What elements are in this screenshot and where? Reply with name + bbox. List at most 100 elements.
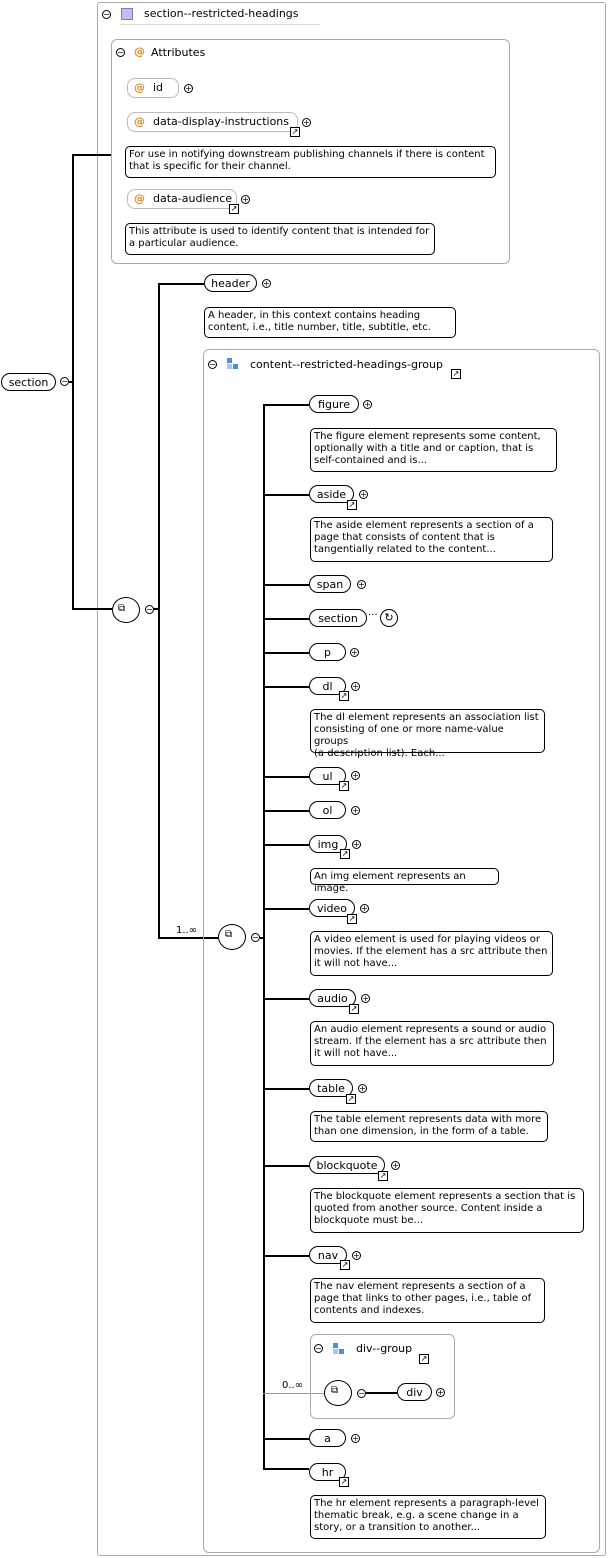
element-dl[interactable]: dl: [309, 677, 346, 695]
doc-line: movies. If the element has a src attribu…: [314, 946, 548, 957]
element-nav[interactable]: nav: [309, 1246, 347, 1264]
link-arrow-icon[interactable]: ↗: [419, 1354, 429, 1364]
expand-icon[interactable]: +: [359, 490, 368, 499]
connector: [263, 810, 309, 812]
expand-icon[interactable]: +: [241, 195, 250, 204]
link-arrow-icon[interactable]: ↗: [339, 691, 349, 701]
attribute-id[interactable]: @id: [127, 78, 179, 98]
collapse-icon[interactable]: −: [314, 1344, 323, 1353]
header-element[interactable]: header: [204, 274, 257, 292]
sequence-node[interactable]: [218, 924, 246, 950]
link-arrow-icon[interactable]: ↗: [340, 1260, 350, 1270]
link-arrow-icon[interactable]: ↗: [347, 914, 357, 924]
expand-icon[interactable]: +: [351, 682, 360, 691]
complex-type-title: section--restricted-headings: [144, 7, 299, 20]
link-arrow-icon[interactable]: ↗: [340, 849, 350, 859]
collapse-icon[interactable]: −: [145, 605, 154, 614]
element-ul[interactable]: ul: [309, 767, 346, 785]
sequence-icon: ⧉: [225, 929, 233, 940]
element-p[interactable]: p: [309, 643, 346, 661]
expand-icon[interactable]: +: [363, 400, 372, 409]
sequence-node[interactable]: [112, 597, 140, 623]
connector: [72, 155, 74, 609]
element-section[interactable]: section: [309, 609, 367, 627]
collapse-icon[interactable]: −: [208, 360, 217, 369]
link-arrow-icon[interactable]: ↗: [339, 1477, 349, 1487]
collapse-icon[interactable]: −: [357, 1389, 366, 1398]
expand-icon[interactable]: +: [352, 840, 361, 849]
expand-icon[interactable]: +: [350, 648, 359, 657]
attribute-icon: @: [134, 81, 145, 94]
element-a[interactable]: a: [309, 1429, 346, 1447]
element-audio[interactable]: audio: [309, 989, 356, 1007]
element-figure[interactable]: figure: [309, 395, 359, 413]
connector: [263, 1165, 309, 1167]
expand-icon[interactable]: +: [351, 806, 360, 815]
complex-type-icon: [121, 8, 133, 20]
expand-icon[interactable]: +: [358, 1084, 367, 1093]
element-doc: The aside element represents a section o…: [310, 517, 553, 562]
doc-line: The dl element represents an association…: [314, 712, 539, 723]
expand-icon[interactable]: +: [262, 279, 271, 288]
expand-icon[interactable]: +: [351, 771, 360, 780]
collapse-icon[interactable]: −: [251, 933, 260, 942]
expand-icon[interactable]: +: [391, 1161, 400, 1170]
expand-icon[interactable]: +: [184, 84, 193, 93]
element-doc: The figure element represents some conte…: [310, 428, 557, 472]
doc-line: it will not have...: [314, 958, 398, 969]
root-section-node[interactable]: section: [1, 373, 56, 391]
link-arrow-icon[interactable]: ↗: [346, 1094, 356, 1104]
element-div[interactable]: div: [397, 1383, 432, 1401]
doc-line: For use in notifying downstream publishi…: [129, 149, 485, 160]
doc-line: An img element represents an image.: [314, 871, 466, 894]
link-arrow-icon[interactable]: ↗: [378, 1171, 388, 1181]
element-aside[interactable]: aside: [309, 485, 354, 503]
expand-icon[interactable]: +: [361, 994, 370, 1003]
element-table[interactable]: table: [309, 1079, 353, 1097]
element-blockquote[interactable]: blockquote: [309, 1156, 385, 1174]
connector: [263, 1438, 309, 1440]
element-span[interactable]: span: [309, 575, 351, 593]
element-img[interactable]: img: [309, 835, 347, 853]
doc-line: content, i.e., title number, title, subt…: [208, 322, 431, 333]
link-arrow-icon[interactable]: ↗: [451, 369, 461, 379]
element-ol[interactable]: ol: [309, 801, 346, 819]
expand-icon[interactable]: +: [360, 904, 369, 913]
element-video[interactable]: video: [309, 899, 355, 917]
element-doc: The nav element represents a section of …: [310, 1278, 545, 1323]
expand-icon[interactable]: +: [302, 118, 311, 127]
connector: [72, 154, 111, 156]
link-arrow-icon[interactable]: ↗: [229, 204, 239, 214]
link-arrow-icon[interactable]: ↗: [339, 781, 349, 791]
element-doc: A video element is used for playing vide…: [310, 931, 553, 976]
attribute-icon: @: [134, 45, 145, 58]
connector: [263, 404, 309, 406]
collapse-icon[interactable]: −: [60, 377, 69, 386]
expand-icon[interactable]: +: [351, 1434, 360, 1443]
link-arrow-icon[interactable]: ↗: [349, 1004, 359, 1014]
connector: [263, 584, 309, 586]
doc-line: An audio element represents a sound or a…: [314, 1024, 547, 1035]
connector: [158, 283, 204, 285]
collapse-icon[interactable]: −: [116, 48, 125, 57]
element-hr[interactable]: hr: [309, 1463, 346, 1481]
occurrence-label: 0..∞: [282, 1380, 304, 1391]
sequence-node[interactable]: [324, 1380, 352, 1406]
doc-line: The aside element represents a section o…: [314, 520, 534, 531]
expand-icon[interactable]: +: [436, 1388, 445, 1397]
group-icon: [227, 358, 239, 370]
link-arrow-icon[interactable]: ↗: [347, 500, 357, 510]
doc-line: The figure element represents some conte…: [314, 431, 541, 442]
link-arrow-icon[interactable]: ↗: [290, 127, 300, 137]
expand-icon[interactable]: +: [352, 1251, 361, 1260]
connector: [72, 608, 112, 610]
attribute-data-display-instructions[interactable]: @data-display-instructions: [127, 112, 298, 132]
connector: [366, 1392, 397, 1394]
collapse-icon[interactable]: −: [102, 10, 111, 19]
expand-icon[interactable]: +: [357, 580, 366, 589]
attribute-data-audience[interactable]: @data-audience: [127, 189, 237, 209]
doc-line: a particular audience.: [129, 238, 239, 249]
recursion-icon[interactable]: ↻: [380, 609, 398, 627]
attribute-icon: @: [134, 115, 145, 128]
attributes-title: Attributes: [151, 46, 206, 59]
